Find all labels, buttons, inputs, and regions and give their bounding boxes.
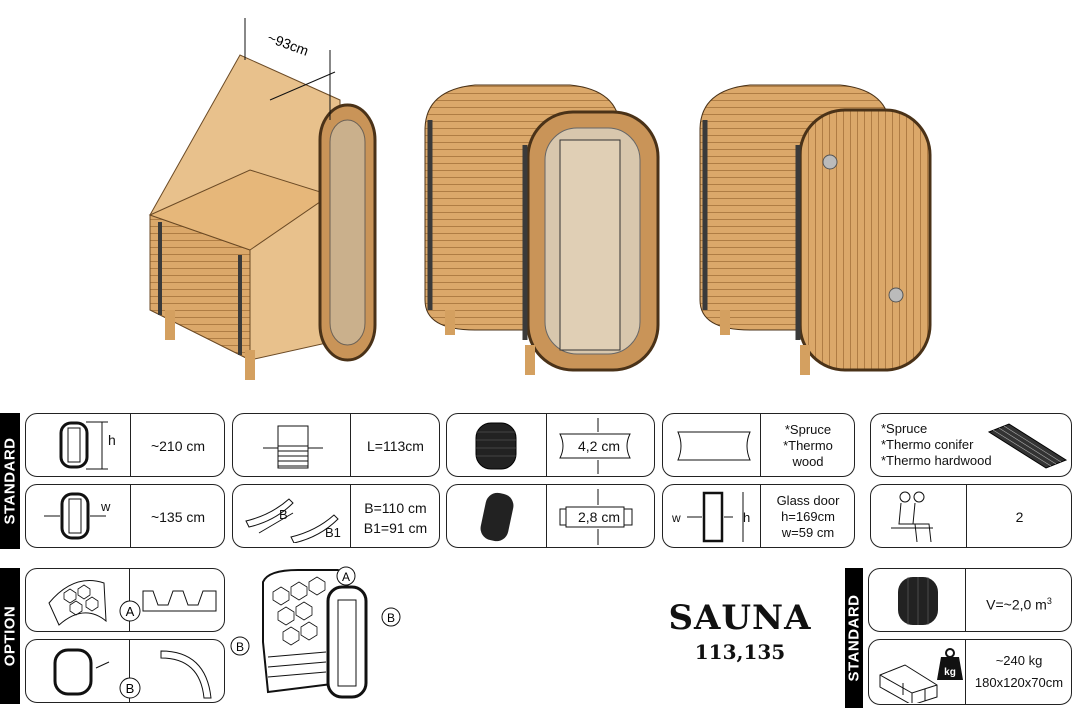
- volume-value: V=~2,0 m3: [986, 596, 1052, 613]
- illustration-marker-b-left: B: [236, 640, 244, 654]
- svg-text:B: B: [126, 681, 135, 696]
- end-board-icon: [480, 492, 514, 542]
- spec-volume: V=~2,0 m3: [868, 568, 1072, 632]
- bench-slats-icon: [987, 423, 1068, 469]
- seat-count: 2: [1015, 509, 1024, 525]
- board-profile-icon: [677, 431, 751, 461]
- door-symbol-w: w: [672, 511, 681, 525]
- glass-door-icon: [687, 491, 744, 543]
- length-value: L=113cm: [367, 438, 424, 454]
- spec-wall-board: 4,2 cm: [446, 413, 655, 477]
- spec-length: L=113cm: [232, 413, 440, 477]
- svg-text:A: A: [126, 604, 135, 619]
- width-symbol: w: [101, 499, 111, 514]
- end-board-thickness: 2,8 cm: [577, 509, 620, 525]
- product-name: SAUNA: [668, 598, 812, 638]
- option-roof-shingles[interactable]: A: [25, 568, 225, 632]
- illustration-marker-b-right: B: [387, 611, 395, 625]
- bench-wood-types: *Spruce*Thermo conifer*Thermo hardwood: [881, 421, 992, 468]
- door-symbol-h: h: [743, 510, 751, 525]
- base-symbol-b: B: [279, 507, 288, 522]
- wall-board-profile-icon: [559, 418, 631, 474]
- product-model: 113,135: [694, 640, 786, 664]
- weight-icon-label: kg: [944, 667, 956, 678]
- sauna-back-view: [699, 84, 932, 375]
- volume-barrel-icon: [898, 577, 938, 625]
- width-value: ~135 cm: [150, 509, 206, 525]
- standard-section-label-2: STANDARD: [845, 568, 863, 708]
- shingle-roof-icon: [48, 580, 107, 626]
- spec-bench: *Spruce*Thermo conifer*Thermo hardwood: [870, 413, 1072, 477]
- standard-section-label: STANDARD: [0, 413, 20, 549]
- sauna-illustrations: ~93cm: [148, 18, 932, 380]
- depth-dimension-label: ~93cm: [265, 29, 310, 59]
- height-value: ~210 cm: [150, 438, 206, 454]
- curved-frame-icon: [160, 650, 212, 699]
- base-runners-icon: [245, 498, 339, 543]
- option-a-marker: A: [119, 600, 141, 622]
- sauna-cutaway-view: ~93cm: [148, 18, 377, 380]
- package-box-icon: kg: [879, 648, 963, 703]
- wall-board-barrel-icon: [475, 422, 517, 470]
- sauna-height-icon: [59, 421, 108, 470]
- barrel-profile-icon: [53, 648, 110, 696]
- option-barrel-profile[interactable]: B: [25, 639, 225, 703]
- spec-end-board: 2,8 cm: [446, 484, 655, 548]
- illustration-marker-a: A: [342, 570, 350, 584]
- spec-height: h ~210 cm: [25, 413, 225, 477]
- height-symbol: h: [108, 432, 116, 448]
- spec-seats: 2: [870, 484, 1072, 548]
- seated-people-icon: [891, 491, 933, 543]
- option-sauna-illustration: A B B: [230, 566, 401, 699]
- shingle-profile-icon: [142, 590, 217, 612]
- option-section-label: OPTION: [0, 568, 20, 704]
- sauna-width-icon: [44, 492, 106, 540]
- option-b-marker: B: [119, 677, 141, 699]
- spec-width: w ~135 cm: [25, 484, 225, 548]
- sauna-front-view: [424, 84, 660, 375]
- end-board-profile-icon: [559, 489, 633, 545]
- sauna-length-icon: [263, 425, 323, 469]
- base-symbol-b1: B1: [325, 525, 341, 540]
- wall-board-thickness: 4,2 cm: [577, 438, 620, 454]
